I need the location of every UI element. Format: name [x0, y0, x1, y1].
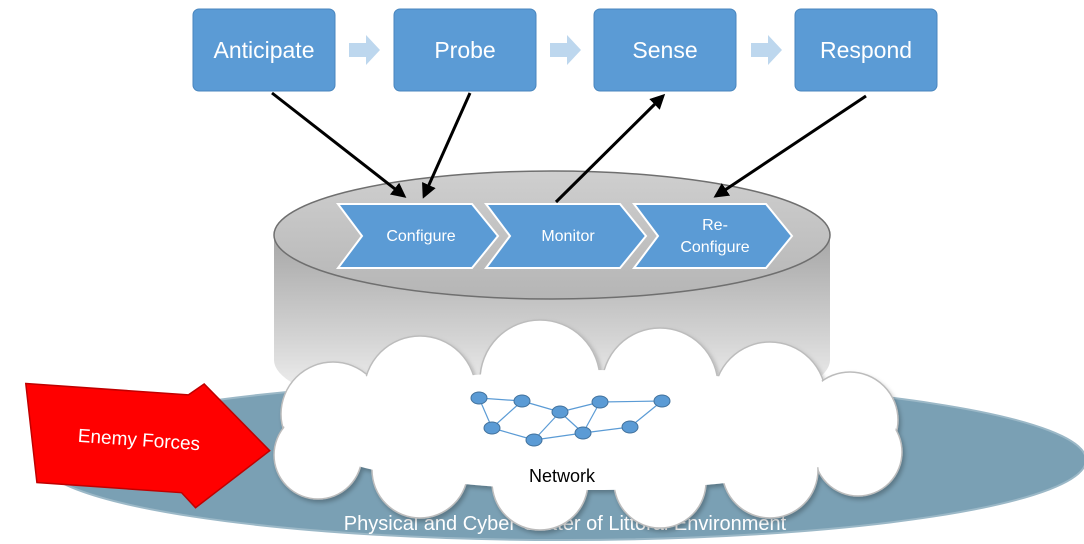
network-node — [551, 405, 569, 419]
process-step-label: Sense — [632, 37, 697, 63]
network-node — [513, 394, 531, 408]
process-step-anticipate: Anticipate — [192, 8, 336, 92]
network-node — [591, 395, 609, 409]
network-node — [653, 394, 671, 408]
platform-step-label: Configure — [680, 239, 749, 256]
arrow-probe-to-configure — [422, 92, 472, 199]
platform-step-monitor: Monitor — [484, 203, 648, 269]
process-step-label: Probe — [434, 37, 495, 63]
arrow-respond-to-reconfigure — [713, 94, 867, 198]
network-node — [483, 421, 501, 435]
network-node — [621, 420, 639, 434]
platform-step-label: Configure — [386, 228, 455, 245]
flow-arrow-icon — [550, 35, 581, 65]
network-cloud — [273, 319, 903, 531]
flow-arrow-icon — [349, 35, 380, 65]
network-node — [525, 433, 543, 447]
flow-arrows — [349, 35, 782, 65]
platform-step-reconfigure: Re- Configure — [632, 203, 794, 269]
arrow-monitor-to-sense — [554, 93, 666, 204]
platform-step-label: Re- — [702, 217, 728, 234]
process-step-label: Respond — [820, 37, 912, 63]
process-step-respond: Respond — [794, 8, 938, 92]
process-step-label: Anticipate — [213, 37, 314, 63]
enemy-forces-arrow: Enemy Forces — [24, 382, 271, 509]
platform-step-label: Monitor — [541, 228, 595, 245]
arrow-anticipate-to-configure — [271, 91, 407, 198]
network-link — [599, 400, 663, 403]
network-node — [470, 391, 488, 405]
network-node — [574, 426, 592, 440]
network-label: Network — [529, 466, 596, 486]
connector-arrows — [271, 91, 867, 204]
network-nodes — [470, 391, 671, 447]
flow-arrow-icon — [751, 35, 782, 65]
process-step-sense: Sense — [593, 8, 737, 92]
process-step-probe: Probe — [393, 8, 537, 92]
platform-step-configure: Configure — [336, 203, 500, 269]
